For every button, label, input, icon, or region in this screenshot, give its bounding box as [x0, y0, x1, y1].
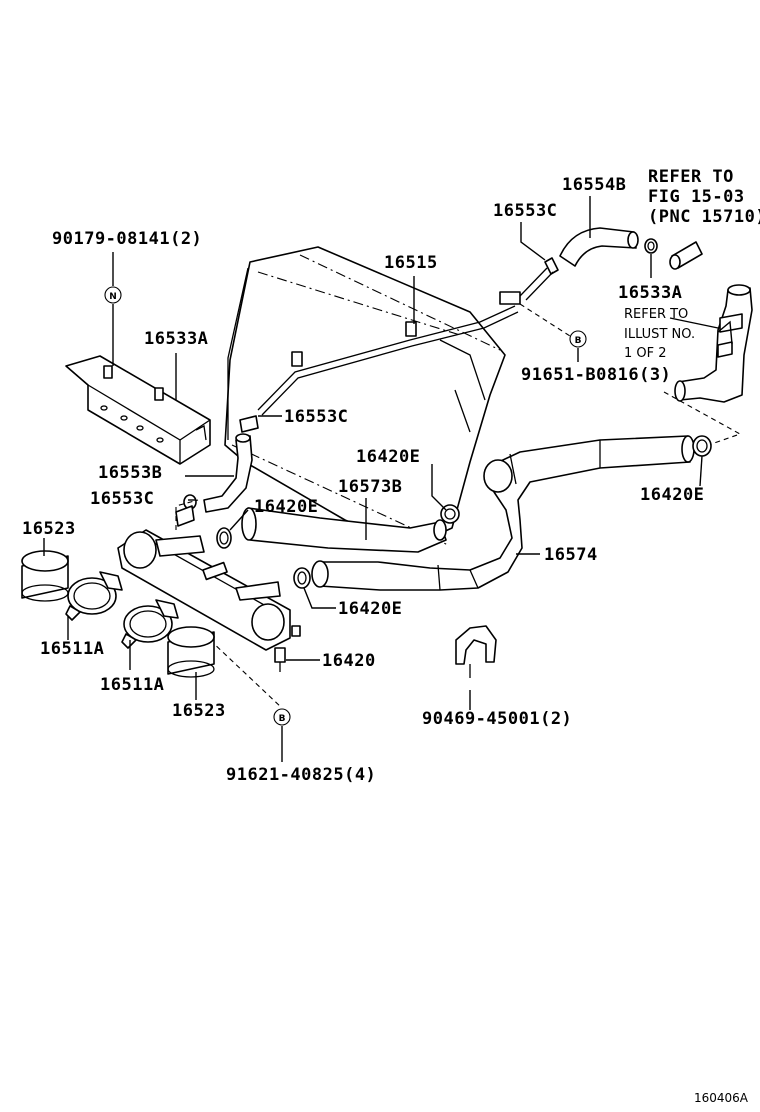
svg-text:N: N — [109, 292, 117, 302]
label-refer-fig-line1: REFER TO — [648, 167, 734, 187]
label-16420E-bottom[interactable]: 16420E — [338, 599, 402, 619]
label-refer-illust-line3: 1 OF 2 — [624, 346, 667, 361]
leader-lines — [43, 196, 733, 762]
hose-16554B — [559, 227, 639, 267]
label-16515[interactable]: 16515 — [384, 253, 438, 273]
bracket-16533A — [65, 355, 211, 465]
clamp-16533A-top — [644, 238, 658, 254]
band-16523-bottom — [167, 626, 215, 678]
label-16533A-right[interactable]: 16533A — [618, 283, 682, 303]
label-91621-40825[interactable]: 91621-40825(4) — [226, 765, 376, 785]
label-16420[interactable]: 16420 — [322, 651, 376, 671]
hose-16553C-top — [519, 257, 559, 301]
hose-16553C-mid — [239, 415, 259, 433]
clamp-16420E-right — [692, 435, 712, 457]
hose-16573B — [241, 507, 447, 553]
label-16573B[interactable]: 16573B — [338, 477, 402, 497]
clamp-16511A-2 — [121, 599, 179, 649]
svg-text:B: B — [575, 336, 582, 346]
label-16511A-1[interactable]: 16511A — [40, 639, 104, 659]
radiator-assembly-16515 — [224, 246, 521, 549]
figure-code: 160406A — [694, 1091, 749, 1105]
symbol-n: N — [104, 286, 122, 304]
label-16523-top[interactable]: 16523 — [22, 519, 76, 539]
label-90179-08141[interactable]: 90179-08141(2) — [52, 229, 202, 249]
symbol-b-2: B — [273, 708, 291, 726]
reference-pipe-illust1 — [663, 284, 753, 449]
label-16553C-low[interactable]: 16553C — [90, 489, 154, 509]
part-labels: 16554B 16553C REFER TO FIG 15-03 (PNC 15… — [22, 167, 760, 1105]
label-16553C-top[interactable]: 16553C — [493, 201, 557, 221]
label-refer-fig-line2: FIG 15-03 — [648, 187, 745, 207]
label-16533A-left[interactable]: 16533A — [144, 329, 208, 349]
band-16523-top — [21, 550, 69, 602]
hose-16574 — [311, 435, 695, 591]
label-16420E-right[interactable]: 16420E — [640, 485, 704, 505]
label-16553B[interactable]: 16553B — [98, 463, 162, 483]
label-16553C-mid[interactable]: 16553C — [284, 407, 348, 427]
clamp-16511A-1 — [65, 571, 123, 621]
label-16554B[interactable]: 16554B — [562, 175, 626, 195]
label-16523-bottom[interactable]: 16523 — [172, 701, 226, 721]
label-16511A-2[interactable]: 16511A — [100, 675, 164, 695]
label-16420E-top[interactable]: 16420E — [356, 447, 420, 467]
clamp-16420E-bottom — [293, 567, 311, 589]
label-refer-fig-line3: (PNC 15710) — [648, 207, 760, 227]
clamp-90469 — [455, 625, 497, 678]
symbol-b-1: B — [569, 330, 587, 348]
label-90469-45001[interactable]: 90469-45001(2) — [422, 709, 572, 729]
cooler-body — [117, 499, 301, 709]
label-16574[interactable]: 16574 — [544, 545, 598, 565]
svg-text:B: B — [279, 714, 286, 724]
label-refer-illust-line2: ILLUST NO. — [624, 327, 695, 342]
label-refer-illust-line1: REFER TO — [624, 307, 688, 322]
bolt-16420 — [274, 647, 286, 672]
reference-pipe-fig15-03 — [669, 241, 703, 270]
label-16420E-mid[interactable]: 16420E — [254, 497, 318, 517]
clamp-16420E-mid — [216, 527, 232, 549]
label-91651-B0816[interactable]: 91651-B0816(3) — [521, 365, 671, 385]
hose-16553B — [203, 433, 253, 513]
